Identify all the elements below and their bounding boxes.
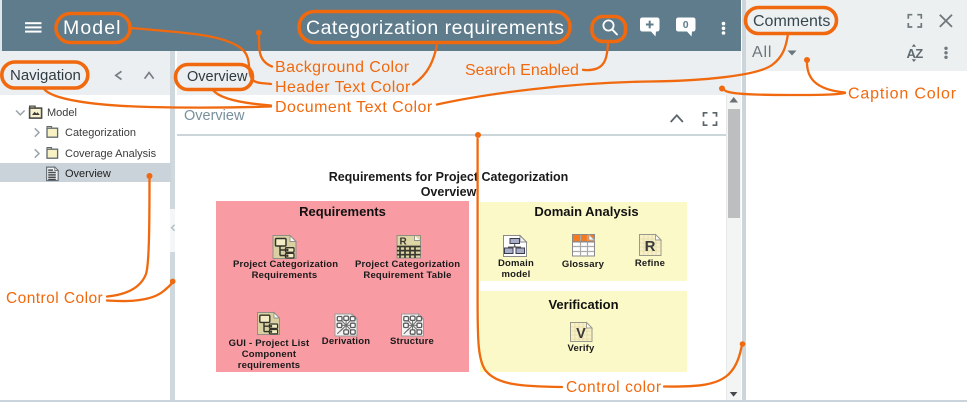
svg-text:Header Text Color: Header Text Color bbox=[275, 79, 411, 96]
svg-text:Background Color: Background Color bbox=[275, 59, 410, 76]
svg-text:Control color: Control color bbox=[566, 379, 662, 396]
svg-text:Search Enabled: Search Enabled bbox=[465, 62, 579, 79]
svg-text:Caption Color: Caption Color bbox=[848, 86, 957, 103]
svg-text:R: R bbox=[645, 238, 656, 255]
svg-text:0: 0 bbox=[683, 19, 689, 31]
svg-text:Control Color: Control Color bbox=[6, 290, 103, 307]
svg-text:Z: Z bbox=[915, 46, 923, 61]
svg-text:R: R bbox=[400, 237, 408, 248]
svg-text:Document Text Color: Document Text Color bbox=[275, 99, 433, 116]
svg-text:V: V bbox=[576, 326, 586, 342]
svg-text:A: A bbox=[907, 46, 917, 61]
